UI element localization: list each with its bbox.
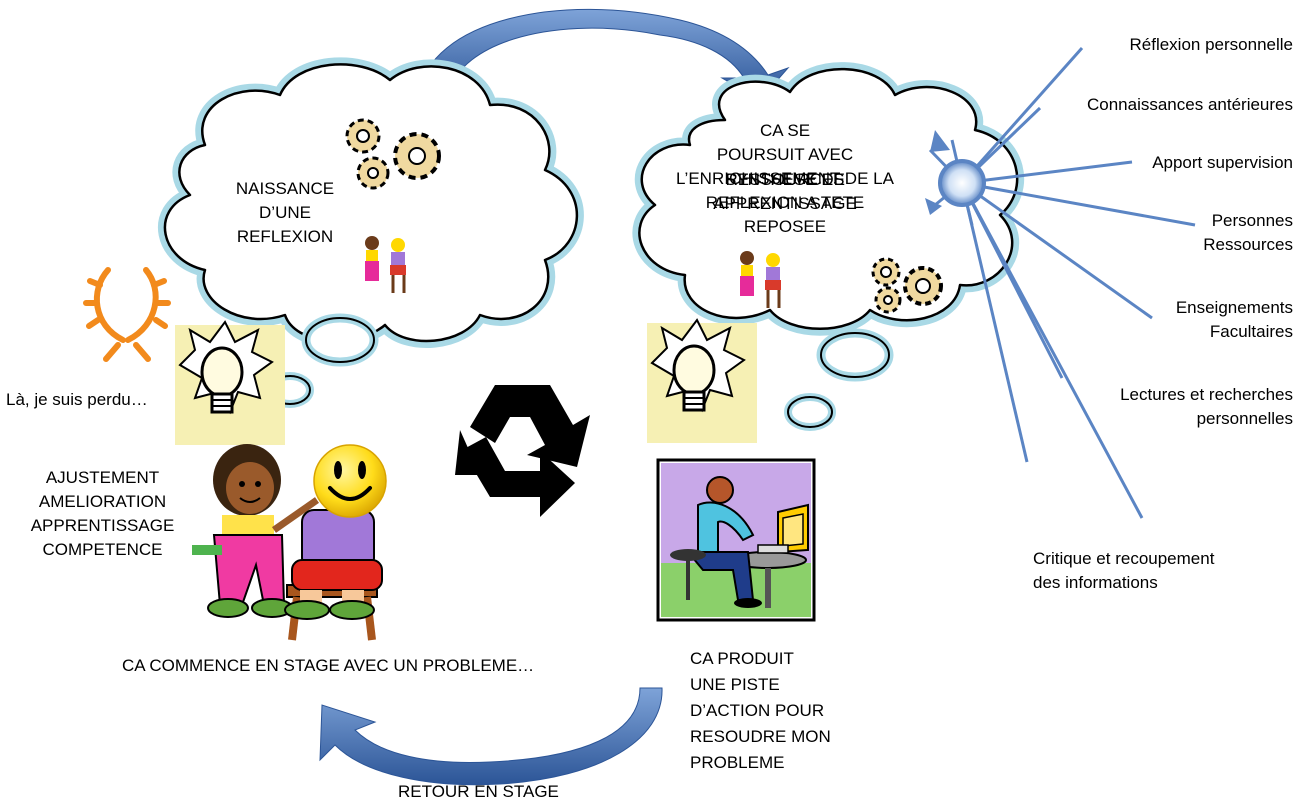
ajustement-item: APPRENTISSAGE <box>30 516 175 535</box>
produces-line: CA PRODUIT <box>690 649 794 668</box>
gear-icon <box>871 257 943 314</box>
thinker-computer-icon <box>656 458 816 622</box>
resource-line: Facultaires <box>1209 322 1293 341</box>
resource-critique: Critique et recoupement des informations <box>1033 547 1293 595</box>
produces-text: CA PRODUIT UNE PISTE D’ACTION POUR RESOU… <box>690 646 831 776</box>
left-cloud-line: D’UNE <box>259 203 311 222</box>
right-cloud-overlap-line: SYNTHESE DE <box>725 170 845 189</box>
right-cloud-text: CA SE POURSUIT AVEC L’ENRICHISSEMENT DE … <box>655 119 915 239</box>
smiley-icon <box>313 444 387 518</box>
lost-text: Là, je suis perdu… <box>6 390 148 409</box>
return-text: RETOUR EN STAGE <box>398 782 559 801</box>
right-thought-cloud <box>632 62 1025 431</box>
right-cloud-line: POURSUIT AVEC <box>716 145 854 164</box>
left-cloud-line: REFLEXION <box>236 227 334 246</box>
produces-line: RESOUDRE MON <box>690 727 831 746</box>
children-icon <box>740 251 781 308</box>
right-cloud-line: CA SE <box>759 121 811 140</box>
ajustement-item: AJUSTEMENT <box>45 468 160 487</box>
resource-line: Critique et recoupement <box>1033 549 1215 568</box>
children-icon <box>365 236 406 293</box>
resource-line: Lectures et recherches <box>1120 385 1293 404</box>
resource-connaissances: Connaissances antérieures <box>1086 95 1293 114</box>
left-cloud-line: NAISSANCE <box>235 179 335 198</box>
bottom-cycle-arrow <box>319 687 663 786</box>
right-cloud-line: REPOSEE <box>743 217 827 236</box>
resource-lectures: Lectures et recherches personnelles <box>1060 383 1293 431</box>
produces-line: PROBLEME <box>690 753 785 772</box>
right-cloud-overlap-line: RESSOURCES <box>725 170 845 189</box>
start-text: CA COMMENCE EN STAGE AVEC UN PROBLEME… <box>122 656 535 675</box>
produces-line: D’ACTION POUR <box>690 701 825 720</box>
right-cloud-overlap-text: SYNTHESE DE RESSOURCES APPRENTISSAGE <box>675 168 895 216</box>
children-icon <box>192 444 383 641</box>
resource-line: Personnes <box>1211 211 1293 230</box>
resource-line: Ressources <box>1203 235 1293 254</box>
resource-enseignements: Enseignements Facultaires <box>1110 296 1293 344</box>
resource-hub <box>925 130 986 215</box>
right-cloud-overlap-line: APPRENTISSAGE <box>713 194 857 213</box>
produces-line: UNE PISTE <box>690 675 780 694</box>
resource-line: Enseignements <box>1175 298 1293 317</box>
laurel-icon <box>83 267 171 362</box>
resource-line: personnelles <box>1196 409 1293 428</box>
resource-supervision: Apport supervision <box>1152 153 1293 172</box>
resource-line: des informations <box>1033 573 1158 592</box>
ajustement-list: AJUSTEMENT AMELIORATION APPRENTISSAGE CO… <box>20 466 185 562</box>
resource-reflexion: Réflexion personnelle <box>1129 35 1294 54</box>
resource-personnes: Personnes Ressources <box>1130 209 1293 257</box>
lightbulb-icon <box>175 320 285 445</box>
recycle-icon <box>455 385 590 517</box>
right-cloud-line: L’ENRICHISSEMENT DE LA <box>676 169 894 188</box>
left-cloud-text: NAISSANCE D’UNE REFLEXION <box>210 177 360 249</box>
gear-icon <box>345 118 441 190</box>
ajustement-item: AMELIORATION <box>38 492 167 511</box>
right-cloud-line: REFLEXION A TETE <box>705 193 865 212</box>
ajustement-item: COMPETENCE <box>42 540 163 559</box>
lightbulb-icon <box>647 318 757 443</box>
